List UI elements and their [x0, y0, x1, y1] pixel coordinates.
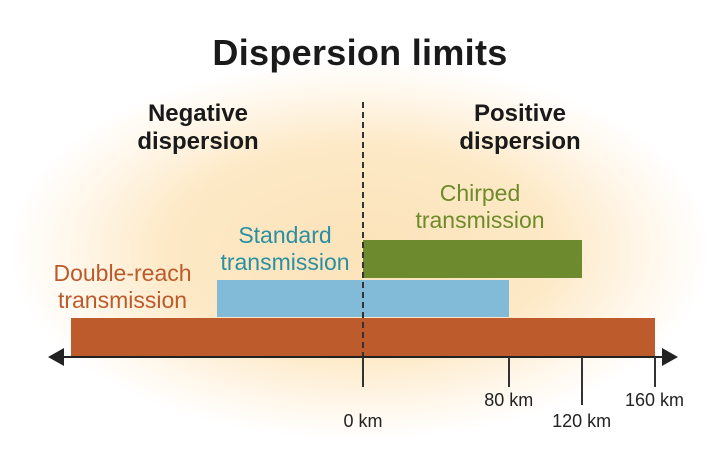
tick-label-80km: 80 km: [484, 390, 534, 410]
diagram-title: Dispersion limits: [212, 32, 508, 73]
chirped-transmission-bar: [363, 240, 582, 278]
negative-dispersion-heading: Negative dispersion: [137, 100, 259, 155]
tick-label-0km: 0 km: [343, 411, 383, 431]
axis-left-arrow-icon: [48, 348, 64, 366]
chirped-transmission-label: Chirped transmission: [415, 180, 545, 233]
zero-dispersion-divider: [362, 102, 364, 358]
background-glow: [10, 60, 710, 440]
tick-label-160km: 160 km: [625, 390, 685, 410]
double-reach-transmission-label: Double-reach transmission: [53, 260, 192, 313]
tick-0km: [362, 357, 364, 387]
tick-160km: [653, 357, 656, 387]
positive-dispersion-heading: Positive dispersion: [459, 100, 581, 155]
tick-120km: [580, 357, 583, 405]
tick-label-120km: 120 km: [552, 411, 612, 431]
tick-80km: [507, 357, 510, 387]
axis-right-arrow-icon: [662, 348, 678, 366]
distance-axis: [60, 356, 670, 358]
standard-transmission-label: Standard transmission: [220, 222, 350, 275]
